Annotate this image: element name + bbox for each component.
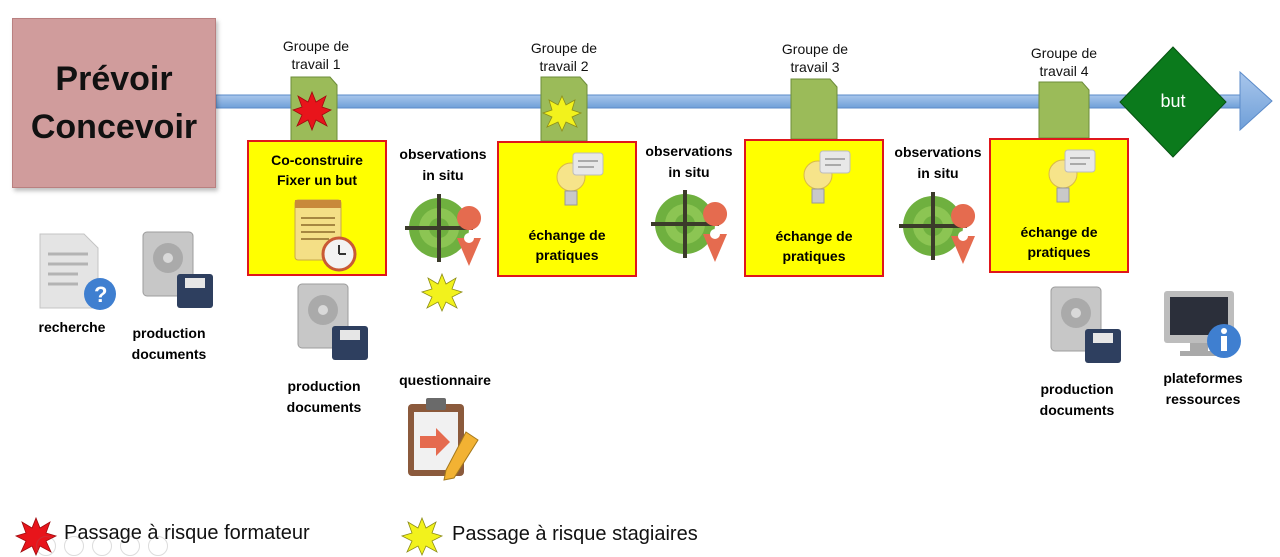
recherche-label: recherche <box>38 319 106 335</box>
questionnaire-label: questionnaire <box>399 372 491 388</box>
starburst-icon <box>292 90 332 132</box>
pen-icon[interactable] <box>64 536 84 556</box>
play-icon[interactable] <box>36 536 56 556</box>
tab-3 <box>790 78 838 140</box>
lightbulb-speech-icon <box>1048 149 1096 203</box>
box-2-line2: pratiques <box>535 247 599 263</box>
starburst-icon <box>400 516 444 556</box>
svg-text:?: ? <box>94 282 107 307</box>
title-line2: Concevoir <box>30 108 198 146</box>
legend-stagiaires: Passage à risque stagiaires <box>452 523 698 545</box>
box-1-line1: Co-construire <box>271 152 363 168</box>
box-3-line2: pratiques <box>782 248 846 264</box>
clipboard-pencil-icon <box>408 398 479 481</box>
box-4-line1: échange de <box>1020 224 1098 240</box>
monitor-info-icon <box>1164 291 1241 358</box>
box-echange-4: échange de pratiques <box>989 138 1129 273</box>
disk-save-icon <box>1050 286 1121 363</box>
document-question-icon: ? <box>39 233 116 310</box>
disk-save-icon <box>297 283 368 360</box>
tab-4 <box>1038 81 1090 139</box>
box-2-line1: échange de <box>528 227 606 243</box>
zoom-icon[interactable] <box>120 536 140 556</box>
more-icon[interactable] <box>148 536 168 556</box>
starburst-icon <box>542 95 582 132</box>
goal-diamond <box>1119 46 1227 158</box>
box-3-line1: échange de <box>775 228 853 244</box>
box-1-line2: Fixer un but <box>276 172 358 188</box>
target-pin-icon <box>405 194 482 266</box>
title-box: Prévoir Concevoir <box>12 18 216 188</box>
box-echange-2: échange de pratiques <box>497 141 637 277</box>
box-4-line2: pratiques <box>1027 244 1091 260</box>
box-co-construire: Co-construire Fixer un but <box>247 140 387 276</box>
disk-save-icon <box>142 231 213 308</box>
goal-label: but <box>1160 91 1186 111</box>
presentation-toolbar[interactable] <box>36 536 216 557</box>
box-echange-3: échange de pratiques <box>744 139 884 277</box>
slides-icon[interactable] <box>92 536 112 556</box>
target-pin-icon <box>899 192 976 264</box>
target-pin-icon <box>651 190 728 262</box>
starburst-icon <box>420 272 464 312</box>
lightbulb-speech-icon <box>803 150 851 204</box>
notepad-clock-icon <box>294 199 357 272</box>
lightbulb-speech-icon <box>556 152 604 206</box>
title-line1: Prévoir <box>55 60 173 98</box>
